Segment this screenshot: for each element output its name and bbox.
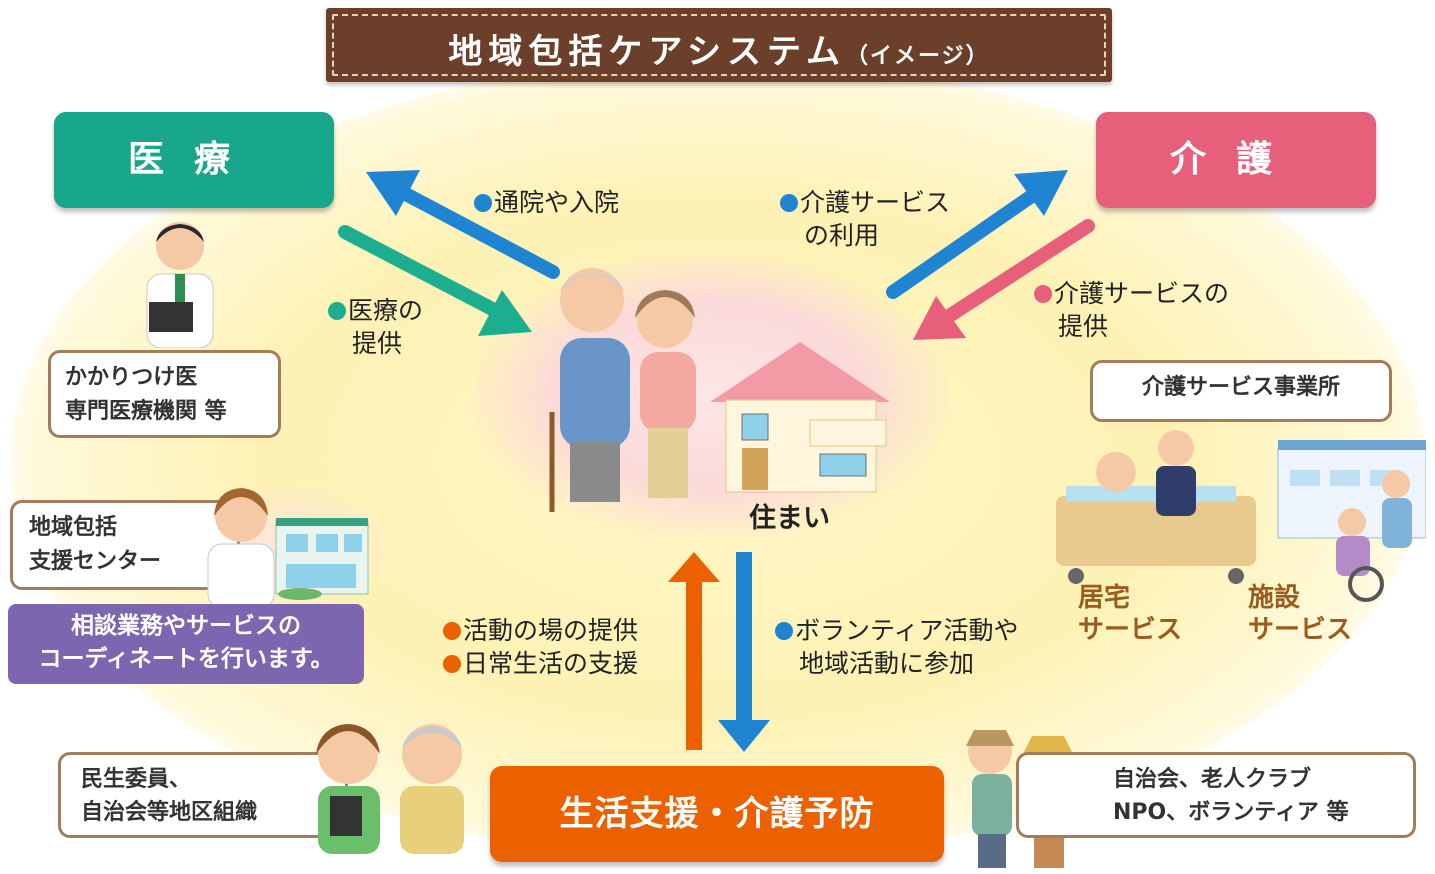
arrow-to-medical [366, 170, 560, 279]
pink-dot-icon [1034, 285, 1052, 303]
elderly-couple-illustration [549, 268, 890, 512]
community-groups-box: 自治会、老人クラブ NPO、ボランティア 等 [1016, 752, 1416, 838]
home-label: 住まい [749, 503, 830, 534]
arrow-from-care [913, 219, 1095, 340]
orange-dot-icon [443, 622, 461, 640]
medical-institutions-box: かかりつけ医 専門医療機関 等 [48, 350, 281, 438]
label-to-support: ボランティア活動や 地域活動に参加 [775, 614, 1019, 680]
care-services-illustration [1056, 430, 1426, 602]
label-from-support: 活動の場の提供 日常生活の支援 [443, 614, 638, 680]
blue-dot-icon [474, 194, 492, 212]
medical-category: 医療 [54, 112, 334, 208]
facility-care-label: 施設 サービス [1248, 583, 1353, 645]
volunteers-illustration [316, 724, 464, 854]
home-care-label: 居宅 サービス [1078, 583, 1183, 645]
community-organizations-box: 民生委員、 自治会等地区組織 [58, 752, 348, 838]
label-from-care: 介護サービスの 提供 [1034, 277, 1229, 343]
blue-dot-icon [780, 194, 798, 212]
care-category: 介護 [1096, 112, 1376, 208]
title-sub: （イメージ） [846, 44, 990, 69]
support-category: 生活支援・介護予防 [490, 766, 944, 862]
label-to-medical: 通院や入院 [474, 186, 619, 219]
arrow-from-medical [338, 225, 532, 336]
label-to-care: 介護サービス の利用 [780, 186, 950, 252]
orange-dot-icon [443, 655, 461, 673]
blue-dot-icon [775, 622, 793, 640]
title-board: 地域包括ケアシステム（イメージ） [326, 8, 1112, 82]
arrow-from-support [668, 552, 720, 750]
page-title: 地域包括ケアシステム（イメージ） [326, 24, 1112, 73]
title-main: 地域包括ケアシステム [448, 32, 847, 72]
green-dot-icon [328, 302, 346, 320]
arrow-to-support [718, 552, 770, 752]
care-business-box: 介護サービス事業所 [1090, 360, 1392, 422]
arrow-to-care [886, 170, 1068, 299]
support-center-description: 相談業務やサービスの コーディネートを行います。 [8, 604, 364, 684]
doctor-illustration [146, 222, 214, 348]
nurse-and-building-illustration [207, 488, 369, 608]
label-from-medical: 医療の 提供 [328, 294, 423, 360]
title-stitch [332, 14, 1106, 76]
